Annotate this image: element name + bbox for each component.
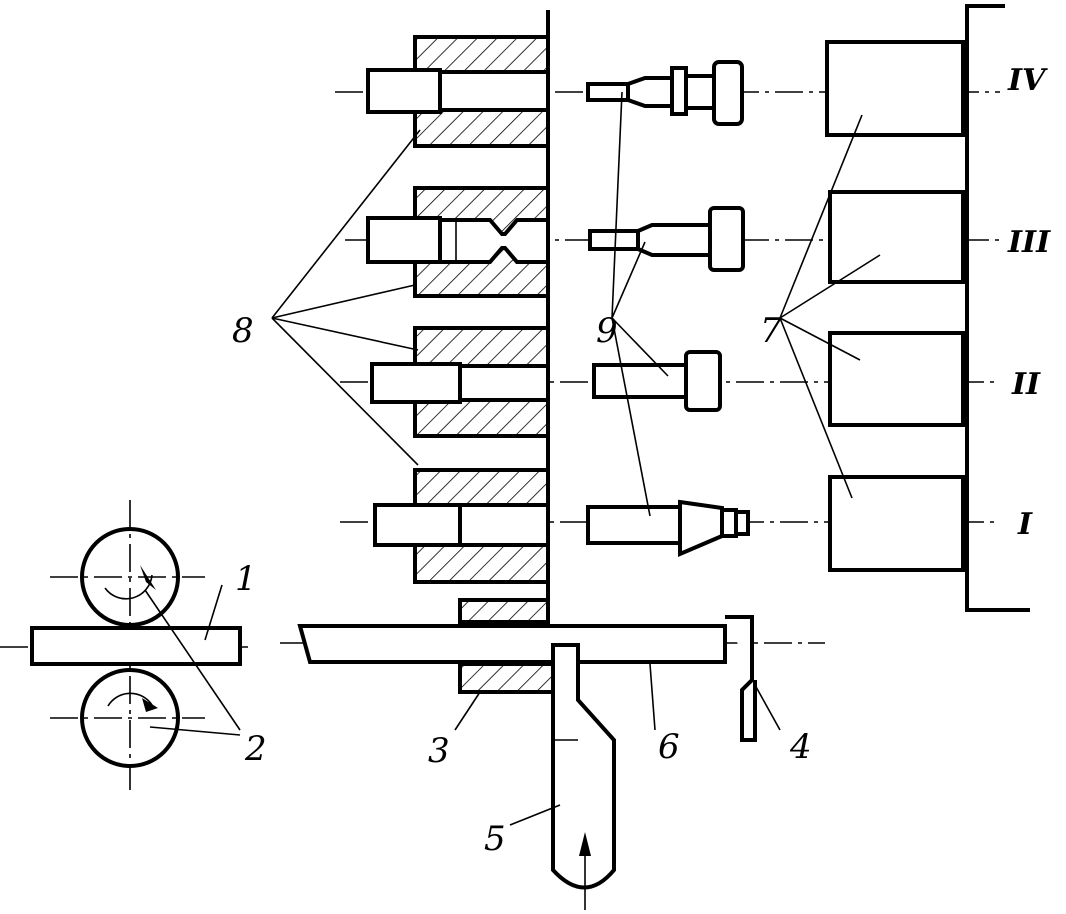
label-stop-block: 4 — [789, 727, 812, 767]
cutoff-die — [458, 598, 556, 694]
bar — [297, 624, 727, 664]
die-row-iv — [366, 35, 550, 148]
stop-block — [725, 615, 757, 742]
label-position-i: I — [1017, 507, 1033, 542]
label-dies: 8 — [232, 311, 254, 351]
label-bar: 6 — [658, 727, 680, 767]
punch-row-iv — [586, 60, 744, 126]
stops — [825, 40, 965, 572]
leader-lines — [144, 91, 881, 826]
slide-frame — [965, 4, 1030, 612]
label-stops: 7 — [760, 311, 782, 351]
label-position-iii: III — [1007, 225, 1051, 260]
stock-bar — [30, 626, 242, 666]
punch-row-i — [586, 499, 750, 558]
feed-rolls — [80, 527, 180, 768]
label-position-iv: IV — [1007, 63, 1048, 98]
cutoff-knife — [551, 643, 616, 890]
label-position-ii: II — [1011, 367, 1041, 402]
punch-row-iii — [588, 206, 745, 272]
label-punches: 9 — [596, 311, 618, 351]
die-row-i — [373, 468, 550, 584]
die-row-ii — [370, 326, 550, 438]
label-cutoff-knife: 5 — [484, 819, 506, 859]
label-stock: 1 — [235, 559, 257, 599]
label-feed-rolls: 2 — [244, 729, 267, 769]
punch-row-ii — [592, 350, 722, 412]
label-cutoff-die: 3 — [428, 731, 450, 771]
die-row-iii — [366, 186, 550, 298]
